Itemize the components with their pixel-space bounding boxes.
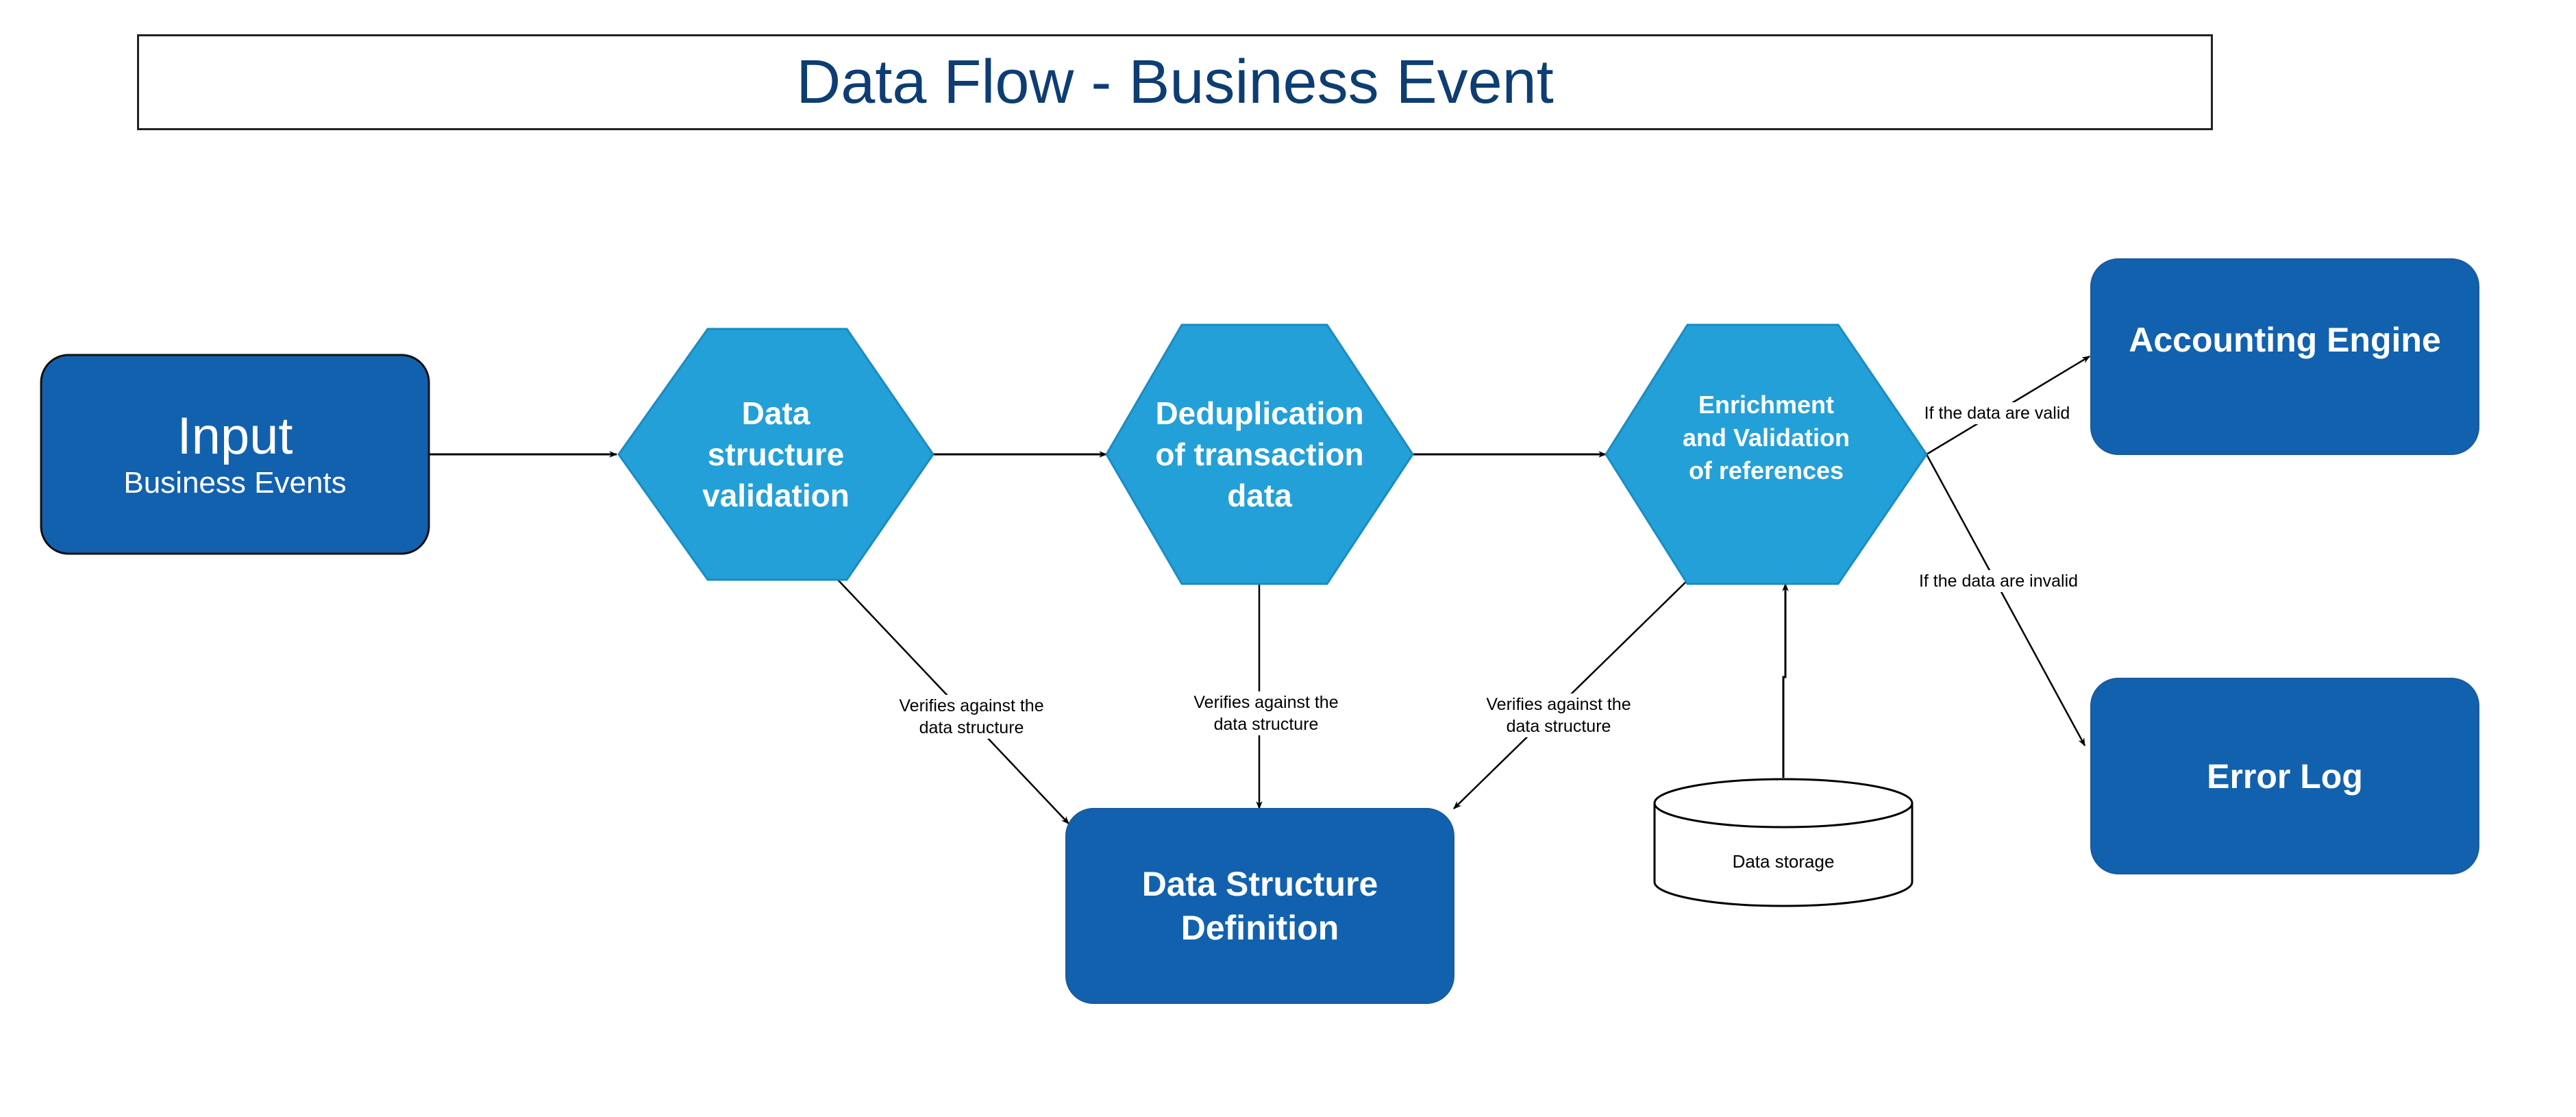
- data-storage-node[interactable]: [1653, 778, 1914, 907]
- edge-label-invalid: If the data are invalid: [1916, 570, 2081, 592]
- data-structure-definition-node[interactable]: [1065, 808, 1454, 1004]
- label-line: Verifies against the: [1193, 693, 1339, 712]
- enrichment-node[interactable]: [1605, 323, 1928, 585]
- edge-label-validation-verifies: Verifies against the data structure: [896, 695, 1047, 739]
- label-line: Verifies against the: [1486, 695, 1631, 714]
- label-line: data structure: [919, 718, 1024, 737]
- diagram-title-box: Data Flow - Business Event: [137, 34, 2213, 130]
- data-structure-validation-node[interactable]: [617, 328, 934, 581]
- deduplication-node[interactable]: [1105, 323, 1414, 585]
- label-line: data structure: [1213, 715, 1319, 734]
- error-log-node[interactable]: [2090, 678, 2479, 874]
- label-line: Verifies against the: [899, 696, 1044, 715]
- edge-storage-to-enrichment: [1782, 582, 1789, 778]
- input-node[interactable]: [40, 354, 430, 555]
- label-line: data structure: [1506, 717, 1611, 736]
- edge-label-deduplication-verifies: Verifies against the data structure: [1191, 691, 1341, 735]
- edge-enrichment-to-error-log: [1925, 454, 2086, 747]
- diagram-title: Data Flow - Business Event: [796, 47, 1554, 116]
- edge-label-enrichment-verifies: Verifies against the data structure: [1483, 693, 1634, 737]
- accounting-engine-node[interactable]: [2090, 258, 2479, 455]
- edge-label-valid: If the data are valid: [1921, 402, 2073, 424]
